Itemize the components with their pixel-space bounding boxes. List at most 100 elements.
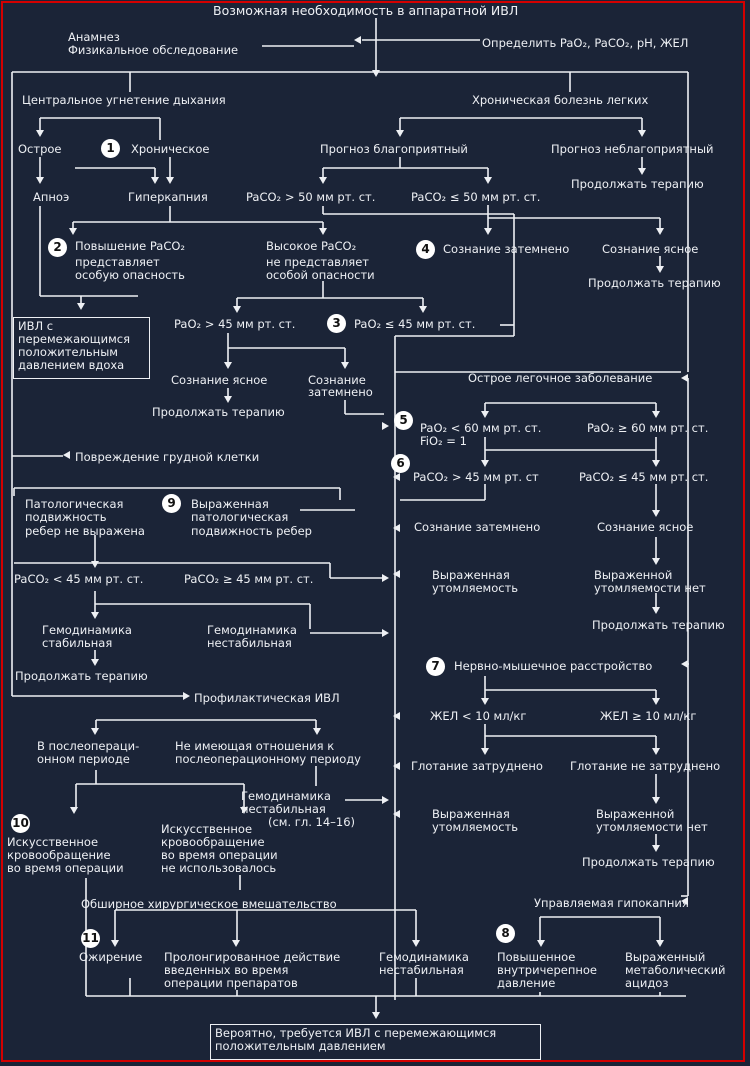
arrow-down-icon bbox=[481, 748, 489, 755]
step-number-8: 8 bbox=[496, 924, 515, 943]
arrow-down-icon bbox=[319, 228, 327, 235]
arrow-down-icon bbox=[69, 228, 77, 235]
hemo-unstable-line1: Гемодинамика bbox=[207, 623, 297, 637]
step-number-10: 10 bbox=[11, 814, 30, 833]
arrow-left-icon bbox=[393, 712, 400, 720]
arrow-down-icon bbox=[481, 698, 489, 705]
bypass-yes-line3: во время операции bbox=[7, 861, 124, 875]
ivl-box: ИВЛ с перемежающимся положительным давле… bbox=[13, 317, 150, 379]
acute-paco2-high: PaCO₂ > 45 мм рт. ст bbox=[413, 470, 539, 484]
arrow-left-icon bbox=[63, 451, 70, 459]
paco2-danger-line2: представляет bbox=[75, 255, 160, 269]
paco2-nodanger-line1: Высокое PaCO₂ bbox=[266, 239, 357, 253]
acidosis-line1: Выраженный bbox=[625, 950, 706, 964]
ivl-box-line1: ИВЛ с bbox=[18, 319, 54, 333]
paco2-nodanger-line2: не представляет bbox=[266, 255, 369, 269]
central-conscious-dim-line1: Сознание bbox=[308, 373, 366, 387]
bypass-no-line3: во время операции bbox=[161, 848, 278, 862]
hemo-stable-line1: Гемодинамика bbox=[42, 623, 132, 637]
central-pao2-high: PaO₂ > 45 мм рт. ст. bbox=[174, 317, 296, 331]
arrow-down-icon bbox=[537, 940, 545, 947]
arrow-down-icon bbox=[313, 728, 321, 735]
arrow-down-icon bbox=[91, 561, 99, 568]
diagram-title: Возможная необходимость в аппаратной ИВЛ bbox=[213, 3, 519, 18]
arrow-down-icon bbox=[652, 698, 660, 705]
arrow-down-icon bbox=[652, 607, 660, 614]
hypocapnia-label: Управляемая гипокапния bbox=[534, 896, 689, 910]
step-number-7: 7 bbox=[426, 657, 445, 676]
bypass-no-line4: не использовалось bbox=[161, 861, 277, 875]
prognosis-bad-label: Прогноз неблагоприятный bbox=[551, 142, 714, 156]
acute-conscious-dim: Сознание затемнено bbox=[414, 520, 541, 534]
chronic-lung-continue: Продолжать терапию bbox=[571, 177, 704, 191]
prophylactic-hemo-line2: нестабильная bbox=[241, 802, 326, 816]
ivl-box-line4: давлением вдоха bbox=[18, 358, 125, 372]
arrow-down-icon bbox=[656, 940, 664, 947]
result-line2: положительным давлением bbox=[215, 1039, 386, 1053]
postop-line2: онном периоде bbox=[37, 752, 130, 766]
arrow-down-icon bbox=[319, 177, 327, 184]
icp-line3: давление bbox=[497, 976, 556, 990]
arrow-down-icon bbox=[151, 177, 159, 184]
arrow-down-icon bbox=[224, 396, 232, 403]
arrow-down-icon bbox=[638, 130, 646, 137]
acute-pao2-low-line2: FiO₂ = 1 bbox=[420, 434, 467, 448]
chronic-paco2-low: PaCO₂ ≤ 50 мм рт. ст. bbox=[411, 190, 541, 204]
determine-gases-label: Определить PaO₂, PaCO₂, pH, ЖЕЛ bbox=[482, 36, 689, 50]
arrow-down-icon bbox=[481, 460, 489, 467]
central-conscious-dim-line2: затемнено bbox=[308, 385, 373, 399]
acute-fatigue-no-line1: Выраженной bbox=[594, 568, 673, 582]
acute-lung-label: Острое легочное заболевание bbox=[468, 371, 653, 385]
arrow-down-icon bbox=[656, 228, 664, 235]
arrow-left-icon bbox=[393, 524, 400, 532]
bypass-no-line1: Искусственное bbox=[161, 822, 253, 836]
chest-paco2-high: PaCO₂ ≥ 45 мм рт. ст. bbox=[184, 572, 314, 586]
vc-high: ЖЕЛ ≥ 10 мл/кг bbox=[600, 709, 697, 723]
prophylactic-hemo-line3: (см. гл. 14–16) bbox=[268, 815, 356, 829]
arrow-down-icon bbox=[77, 303, 85, 310]
chest-continue-therapy: Продолжать терапию bbox=[15, 669, 148, 683]
apnea-label: Апноэ bbox=[33, 190, 70, 204]
swallow-ok: Глотание не затруднено bbox=[570, 759, 721, 773]
chronic-label: Хроническое bbox=[131, 142, 210, 156]
arrow-down-icon bbox=[91, 728, 99, 735]
arrow-down-icon bbox=[481, 411, 489, 418]
arrow-down-icon bbox=[91, 659, 99, 666]
neuro-fatigue-yes-line1: Выраженная bbox=[432, 807, 510, 821]
acute-paco2-low: PaCO₂ ≤ 45 мм рт. ст. bbox=[579, 470, 709, 484]
mobility-high-line1: Выраженная bbox=[191, 497, 269, 511]
arrow-left-icon bbox=[354, 36, 361, 44]
arrow-left-icon bbox=[393, 473, 400, 481]
hypercapnia-label: Гиперкапния bbox=[128, 190, 208, 204]
prophylactic-label: Профилактическая ИВЛ bbox=[194, 691, 340, 705]
central-continue-therapy: Продолжать терапию bbox=[152, 405, 285, 419]
chronic-conscious-dim: Сознание затемнено bbox=[443, 242, 570, 256]
arrow-down-icon bbox=[233, 306, 241, 313]
paco2-danger-line3: особую опасность bbox=[75, 268, 185, 282]
arrow-left-icon bbox=[393, 570, 400, 578]
bypass-yes-line1: Искусственное bbox=[7, 835, 99, 849]
arrow-down-icon bbox=[419, 306, 427, 313]
arrow-down-icon bbox=[652, 797, 660, 804]
prognosis-good-label: Прогноз благоприятный bbox=[320, 142, 468, 156]
chronic-paco2-high: PaCO₂ > 50 мм рт. ст. bbox=[246, 190, 376, 204]
chronic-conscious-clear: Сознание ясное bbox=[602, 242, 699, 256]
arrow-down-icon bbox=[240, 807, 248, 814]
mobility-high-line2: патологическая bbox=[191, 510, 289, 524]
step-number-3: 3 bbox=[327, 314, 346, 333]
arrow-down-icon bbox=[224, 362, 232, 369]
bypass-yes-line2: кровообращение bbox=[7, 848, 111, 862]
acute-pao2-high: PaO₂ ≥ 60 мм рт. ст. bbox=[587, 421, 709, 435]
arrow-right-icon bbox=[183, 692, 190, 700]
arrow-down-icon bbox=[372, 70, 380, 77]
ivl-box-line2: перемежающимся bbox=[18, 332, 131, 346]
arrow-left-icon bbox=[681, 374, 688, 382]
physical-exam-label: Физикальное обследование bbox=[68, 43, 239, 57]
obesity-label: Ожирение bbox=[79, 950, 143, 964]
arrow-down-icon bbox=[652, 748, 660, 755]
hemo-unstable-line2: нестабильная bbox=[207, 636, 292, 650]
arrow-down-icon bbox=[484, 228, 492, 235]
prolonged-line2: введенных во время bbox=[164, 963, 289, 977]
prolonged-line3: операции препаратов bbox=[164, 976, 298, 990]
